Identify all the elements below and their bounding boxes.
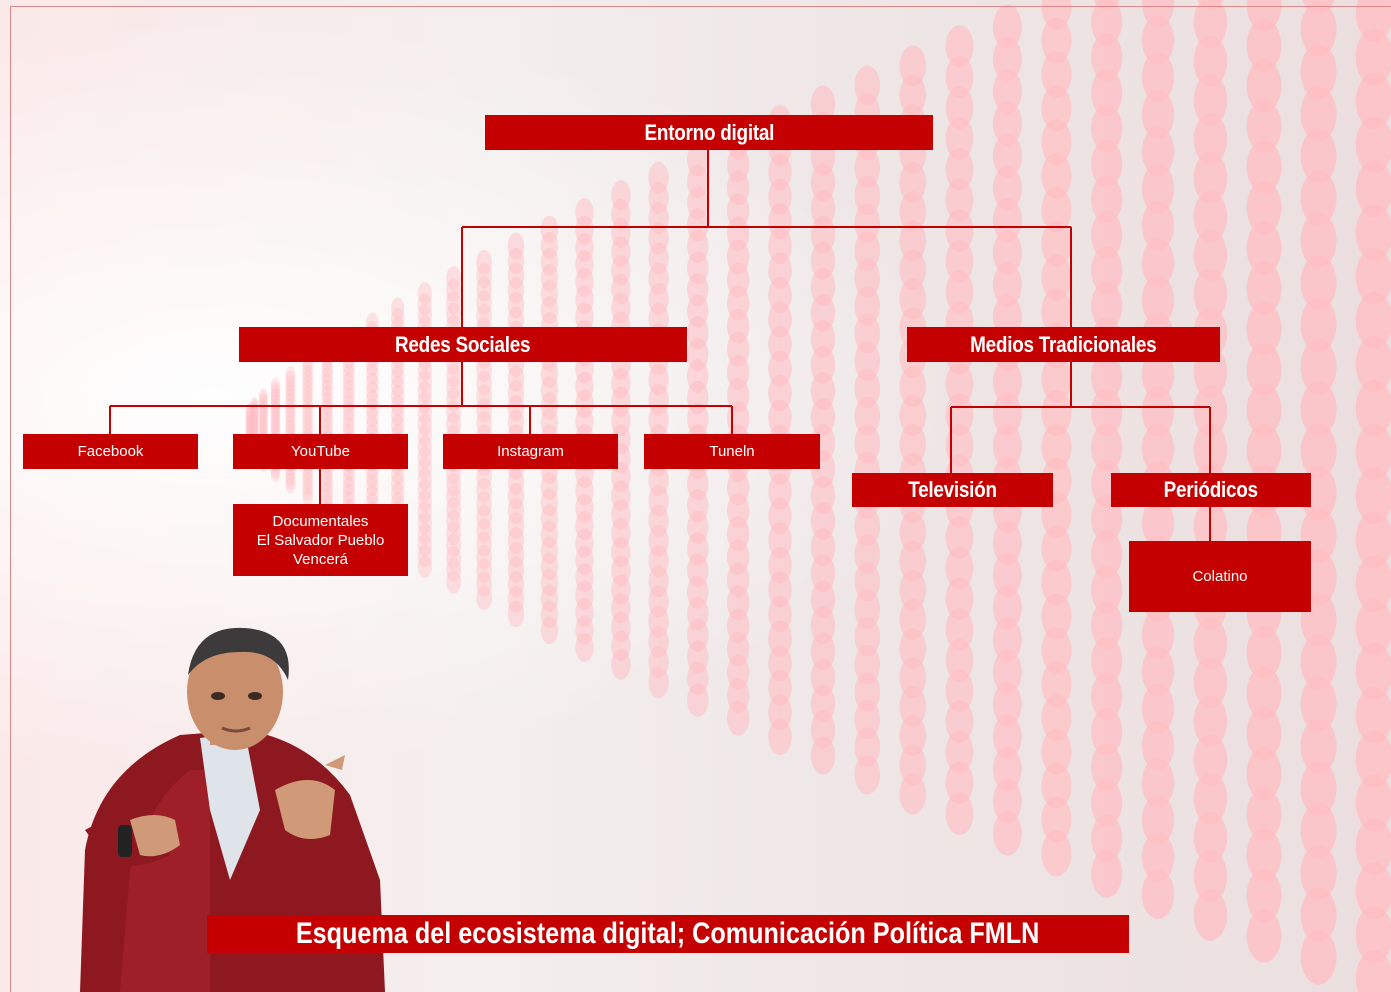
node-facebook: Facebook bbox=[23, 434, 198, 469]
node-instagram-label: Instagram bbox=[497, 443, 564, 460]
node-documentales: Documentales El Salvador Pueblo Vencerá bbox=[233, 504, 408, 576]
caption-text: Esquema del ecosistema digital; Comunica… bbox=[296, 917, 1040, 950]
node-television-label: Televisión bbox=[908, 477, 997, 502]
node-documentales-line-1: Documentales bbox=[272, 512, 369, 530]
node-youtube: YouTube bbox=[233, 434, 408, 469]
frame-border bbox=[10, 6, 1391, 992]
node-medios-tradicionales: Medios Tradicionales bbox=[907, 327, 1220, 362]
node-periodicos: Periódicos bbox=[1111, 473, 1311, 507]
node-tuneln-label: Tuneln bbox=[709, 443, 755, 460]
node-colatino-label: Colatino bbox=[1192, 568, 1248, 585]
node-television: Televisión bbox=[852, 473, 1053, 507]
node-facebook-label: Facebook bbox=[77, 443, 144, 460]
node-redes-sociales-label: Redes Sociales bbox=[395, 331, 531, 357]
node-instagram: Instagram bbox=[443, 434, 618, 469]
node-redes-sociales: Redes Sociales bbox=[239, 327, 687, 362]
node-tuneln: Tuneln bbox=[644, 434, 820, 469]
caption-banner: Esquema del ecosistema digital; Comunica… bbox=[207, 915, 1129, 953]
node-medios-tradicionales-label: Medios Tradicionales bbox=[970, 331, 1157, 357]
node-documentales-line-2: El Salvador Pueblo bbox=[256, 531, 385, 549]
node-colatino: Colatino bbox=[1129, 541, 1311, 612]
node-entorno-digital: Entorno digital bbox=[485, 115, 933, 150]
person-pointing-photo bbox=[80, 627, 385, 992]
node-youtube-label: YouTube bbox=[291, 443, 350, 460]
node-entorno-digital-label: Entorno digital bbox=[644, 119, 774, 145]
node-periodicos-label: Periódicos bbox=[1163, 477, 1259, 502]
node-documentales-line-3: Vencerá bbox=[292, 550, 349, 568]
